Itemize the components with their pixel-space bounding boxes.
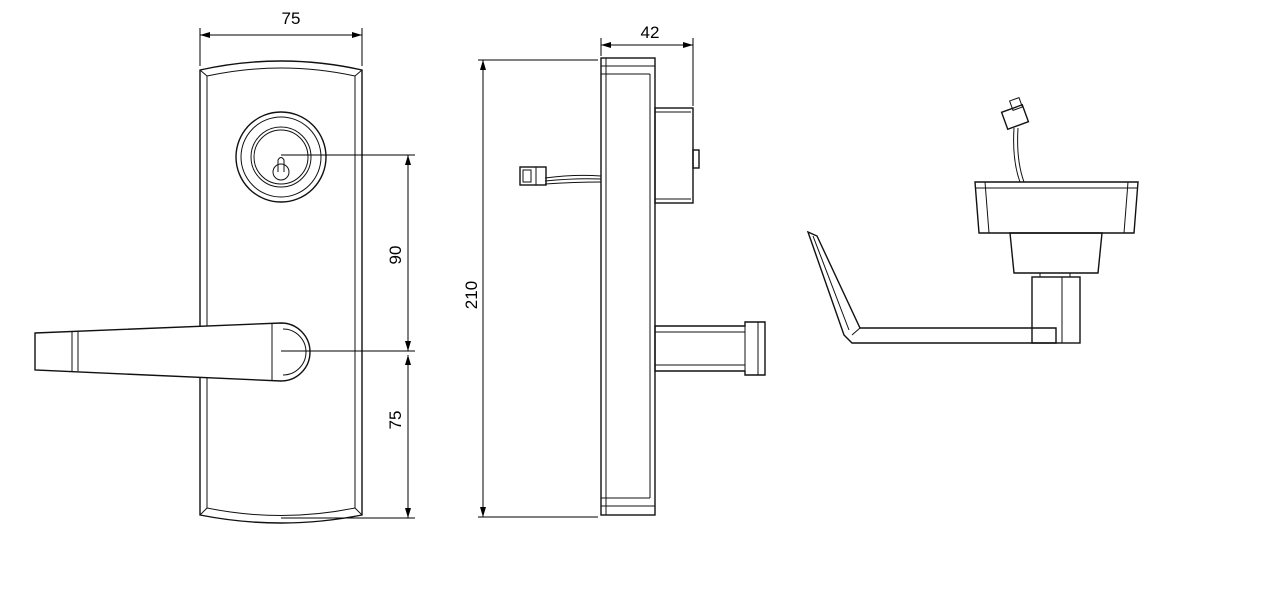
dimension-key-to-lever-label: 90 bbox=[386, 246, 405, 265]
rose-housing bbox=[974, 181, 1139, 234]
perspective-lever bbox=[806, 230, 1057, 344]
side-cylinder-housing bbox=[654, 107, 700, 204]
side-body bbox=[600, 57, 656, 516]
side-lever bbox=[654, 321, 766, 376]
wire-connector bbox=[519, 166, 602, 186]
lever-handle bbox=[34, 322, 311, 382]
dimension-side-depth-label: 42 bbox=[641, 23, 660, 42]
perspective-connector bbox=[1000, 96, 1030, 131]
dimension-overall-height-label: 210 bbox=[462, 281, 481, 309]
dimension-key-to-lever: 90 bbox=[281, 154, 415, 352]
perspective-view bbox=[806, 96, 1139, 344]
keyhole-icon bbox=[272, 157, 290, 181]
front-view bbox=[34, 60, 363, 524]
dimension-front-width-label: 75 bbox=[282, 9, 301, 28]
dimension-front-width: 75 bbox=[199, 9, 363, 66]
escutcheon-bevel bbox=[206, 67, 356, 516]
dimension-overall-height: 210 bbox=[462, 59, 598, 518]
key-cylinder bbox=[235, 111, 327, 203]
dimension-lever-to-bottom: 75 bbox=[281, 355, 415, 519]
dimension-lever-to-bottom-label: 75 bbox=[386, 411, 405, 430]
side-view bbox=[519, 57, 766, 516]
dimension-side-depth: 42 bbox=[600, 23, 694, 106]
